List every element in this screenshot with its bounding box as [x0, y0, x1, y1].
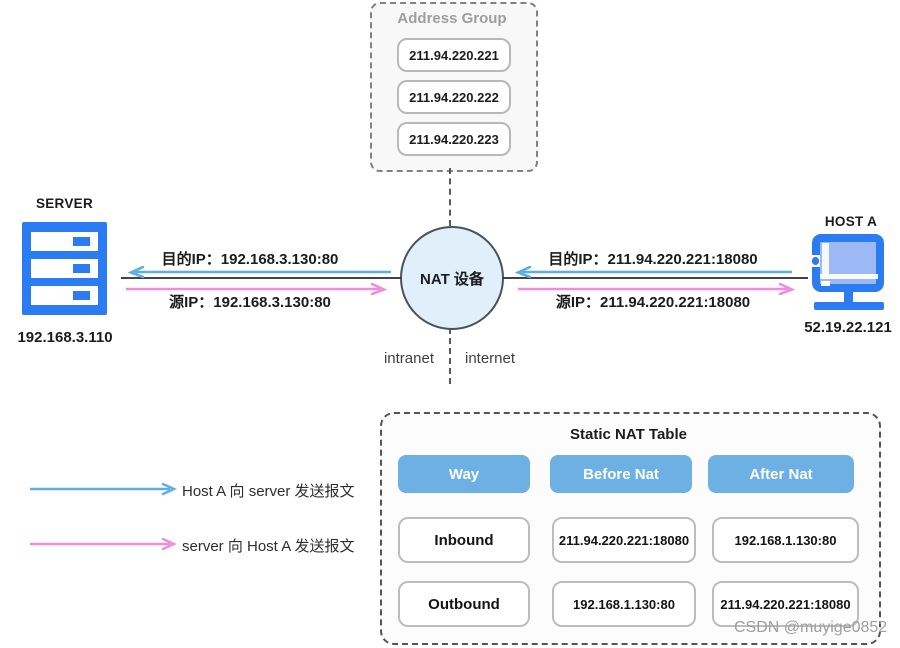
- nat-device-node: NAT 设备: [400, 226, 504, 330]
- address-group-ip-1: 211.94.220.221: [397, 38, 511, 72]
- server-label: SERVER: [35, 196, 94, 211]
- nat-table-cell-outbound-before: 192.168.1.130:80: [552, 581, 696, 627]
- left-blue-arrow: [127, 265, 393, 283]
- zone-internet-label: internet: [465, 350, 516, 367]
- watermark: CSDN @muyige0852: [734, 619, 888, 636]
- nat-table-cell-outbound-after: 211.94.220.221:18080: [712, 581, 859, 627]
- nat-table-header-before: Before Nat: [550, 455, 692, 493]
- address-group-title: Address Group: [397, 10, 507, 27]
- right-blue-arrow: [514, 265, 794, 283]
- right-link-src-text: 源IP：211.94.220.221:18080: [555, 294, 751, 311]
- left-link-line: [121, 277, 402, 279]
- static-nat-table-title: Static NAT Table: [570, 426, 687, 443]
- dashed-boundary-line: [449, 328, 451, 384]
- left-link-src-text: 源IP：192.168.3.130:80: [169, 294, 331, 311]
- host-monitor-icon: [808, 230, 890, 317]
- zone-intranet-label: intranet: [383, 350, 434, 367]
- left-pink-arrow: [126, 282, 388, 300]
- nat-table-cell-outbound: Outbound: [398, 581, 530, 627]
- legend-pink-arrow: [30, 537, 178, 556]
- address-group-ip-2: 211.94.220.222: [397, 80, 511, 114]
- nat-table-cell-inbound-before: 211.94.220.221:18080: [552, 517, 696, 563]
- nat-device-label: NAT 设备: [420, 270, 484, 288]
- left-link-dest-text: 目的IP：192.168.3.130:80: [161, 251, 339, 268]
- nat-table-header-way: Way: [398, 455, 530, 493]
- right-link-line: [502, 277, 808, 279]
- host-ip: 52.19.22.121: [804, 319, 892, 336]
- right-pink-arrow: [518, 282, 796, 300]
- nat-table-cell-inbound: Inbound: [398, 517, 530, 563]
- host-label: HOST A: [824, 214, 878, 229]
- right-link-dest-text: 目的IP：211.94.220.221:18080: [548, 251, 758, 268]
- legend-pink-label: server 向 Host A 发送报文: [182, 538, 355, 555]
- legend-blue-arrow: [30, 482, 178, 501]
- address-group-ip-3: 211.94.220.223: [397, 122, 511, 156]
- server-icon: [22, 222, 107, 320]
- nat-table-header-after: After Nat: [708, 455, 854, 493]
- nat-table-cell-inbound-after: 192.168.1.130:80: [712, 517, 859, 563]
- dashed-connector-top: [449, 168, 451, 226]
- legend-blue-label: Host A 向 server 发送报文: [182, 483, 355, 500]
- server-ip: 192.168.3.110: [17, 329, 113, 346]
